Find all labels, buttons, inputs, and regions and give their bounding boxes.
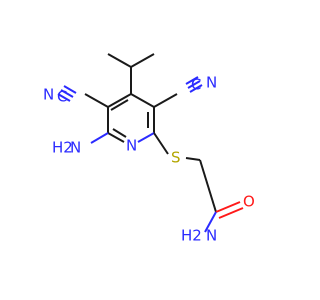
bond-c5-nitrile-right (153, 93, 178, 108)
bond-n1-c6-part (137, 132, 155, 143)
right-nitrile-carbon-label: C (191, 76, 201, 94)
left-nitrile-carbon-label: C (57, 88, 67, 106)
bond-isopropyl-methyl-right (130, 53, 155, 68)
bond-c2-amino (90, 132, 109, 144)
bond-c2-n1-double (112, 128, 127, 138)
bond-nitrile-right-triple-a (187, 80, 201, 89)
left-nitrile-nitrogen-label: N (43, 86, 54, 104)
bond-sulfur-ch2 (185, 157, 201, 161)
amide-nitrogen-symbol: N (206, 227, 217, 245)
bond-c4-c3-double (110, 99, 129, 111)
bond-c6-sulfur (153, 132, 169, 155)
sulfur-label: S (171, 149, 181, 167)
bond-nitrile-right-triple-b (185, 76, 199, 85)
bond-carbonyl-oxygen (215, 201, 241, 213)
bond-nitrile-left-triple-c (57, 93, 71, 102)
bond-isopropyl-methyl-left (107, 53, 132, 68)
bond-nitrile-left-triple-b (63, 85, 77, 94)
bond-c3-nitrile-left (84, 93, 109, 108)
amide-oxygen-label: O (243, 193, 255, 211)
bond-nitrile-left-triple-a (60, 89, 74, 98)
amide-h2-label: H2 (181, 227, 202, 245)
amino-nitrogen-symbol: N (70, 139, 81, 157)
bond-c2-n1 (107, 132, 125, 143)
right-nitrile-nitrogen-label: N (206, 74, 217, 92)
bond-carbonyl-oxygen-double (218, 207, 244, 219)
molecule-structure: H2 N N S O N H2 N C C N (43, 53, 255, 245)
pyridine-nitrogen-label: N (126, 137, 137, 155)
amino-nitrogen-label: H2 (52, 139, 73, 157)
bond-ch2-carbonyl (199, 159, 217, 213)
bond-carbonyl-nitrogen (204, 211, 217, 233)
bond-nitrile-right-triple-c (189, 84, 203, 93)
bond-c4-c5 (130, 93, 155, 108)
bond-c4-c3 (107, 93, 132, 108)
